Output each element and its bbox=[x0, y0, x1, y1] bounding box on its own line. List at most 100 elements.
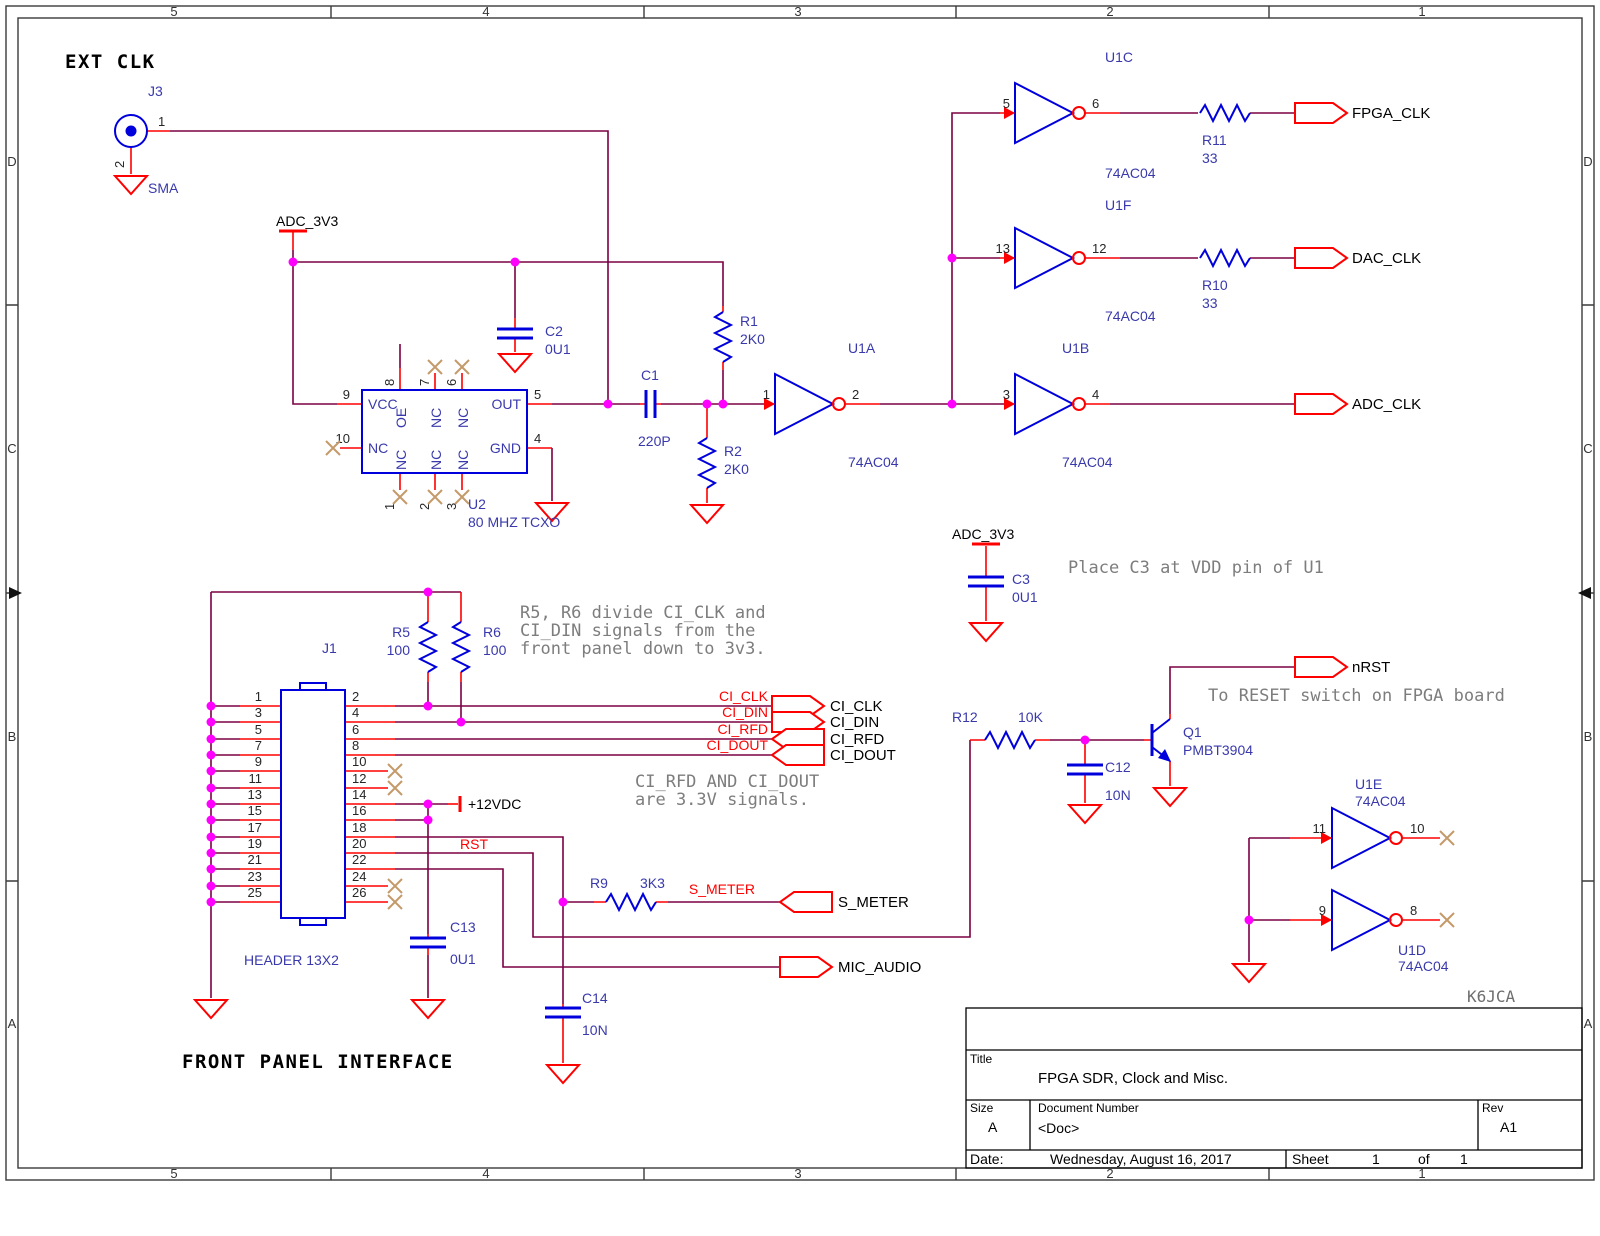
gate-u1c: U1C 74AC04 5 6 bbox=[1003, 49, 1156, 181]
port-label: CI_CLK bbox=[830, 698, 883, 715]
part-u1e: 74AC04 bbox=[1355, 793, 1406, 809]
zone-labels: 5 4 3 2 1 5 4 3 2 1 D C B A D C B A bbox=[7, 4, 1592, 1181]
capacitor-c12: C12 10N bbox=[1065, 759, 1131, 824]
port-label: DAC_CLK bbox=[1352, 250, 1421, 267]
ground-icon bbox=[194, 999, 228, 1019]
pin-number: 5 bbox=[534, 387, 541, 402]
u2-pin-name: NC bbox=[393, 450, 409, 470]
ground-icon bbox=[1153, 787, 1187, 807]
sheet-number: 1 bbox=[1372, 1151, 1380, 1167]
u2-pin-name: NC bbox=[428, 450, 444, 470]
resistor-r1: R1 2K0 bbox=[714, 311, 765, 363]
resistor-r11: R11 33 bbox=[1199, 104, 1251, 166]
power-net-label: +12VDC bbox=[468, 796, 521, 812]
svg-text:2: 2 bbox=[352, 689, 359, 704]
part-u1d: 74AC04 bbox=[1398, 958, 1449, 974]
u2-pin-name: OE bbox=[393, 408, 409, 428]
refdes-c13: C13 bbox=[450, 919, 476, 935]
refdes-u1b: U1B bbox=[1062, 340, 1089, 356]
net-label-ci-dout: CI_DOUT bbox=[707, 737, 769, 753]
refdes-u1f: U1F bbox=[1105, 197, 1131, 213]
refdes-u1c: U1C bbox=[1105, 49, 1133, 65]
note-levels-line1: CI_RFD AND CI_DOUT bbox=[635, 772, 819, 792]
value-u2: 80 MHZ TCXO bbox=[468, 514, 560, 530]
svg-text:11: 11 bbox=[249, 771, 263, 786]
refdes-u1a: U1A bbox=[848, 340, 876, 356]
title-label: Title bbox=[970, 1052, 993, 1066]
note-reset: To RESET switch on FPGA board bbox=[1208, 686, 1505, 706]
refdes-r9: R9 bbox=[590, 875, 608, 891]
resistor-r5: R5 100 bbox=[387, 621, 437, 673]
size-label: Size bbox=[970, 1101, 994, 1115]
port-label: CI_DOUT bbox=[830, 747, 896, 764]
svg-text:23: 23 bbox=[248, 869, 262, 884]
refdes-c14: C14 bbox=[582, 990, 608, 1006]
svg-text:6: 6 bbox=[352, 722, 359, 737]
port-label: MIC_AUDIO bbox=[838, 959, 921, 976]
refdes-u2: U2 bbox=[468, 496, 486, 512]
pin-number: 2 bbox=[417, 503, 432, 510]
zone-row: B bbox=[1584, 729, 1593, 744]
zone-row: C bbox=[1583, 441, 1592, 456]
zone-row: B bbox=[8, 729, 17, 744]
net-label-ci-clk: CI_CLK bbox=[719, 688, 769, 704]
value-r2: 2K0 bbox=[724, 461, 749, 477]
refdes-c12: C12 bbox=[1105, 759, 1131, 775]
power-adc3v3-a: ADC_3V3 bbox=[276, 213, 338, 233]
port-dac-clk: DAC_CLK bbox=[1294, 247, 1421, 269]
date-value: Wednesday, August 16, 2017 bbox=[1050, 1151, 1232, 1167]
value-c12: 10N bbox=[1105, 787, 1131, 803]
zone-col: 3 bbox=[794, 1166, 801, 1181]
pin-number: 12 bbox=[1092, 241, 1106, 256]
pin-number: 2 bbox=[852, 387, 859, 402]
svg-text:9: 9 bbox=[255, 754, 262, 769]
no-connect-icon bbox=[387, 894, 403, 910]
port-label: CI_DIN bbox=[830, 714, 879, 731]
zone-col: 2 bbox=[1106, 1166, 1113, 1181]
pin-number: 13 bbox=[996, 241, 1010, 256]
no-connect-icon bbox=[392, 489, 408, 505]
ground-icon bbox=[1232, 963, 1266, 983]
u2-pin-name: NC bbox=[455, 450, 471, 470]
value-r12: 10K bbox=[1018, 709, 1044, 725]
sheet-center-arrow-right bbox=[1578, 587, 1591, 599]
value-j3: SMA bbox=[148, 180, 179, 196]
no-connect-icon bbox=[387, 878, 403, 894]
emitter-arrow-icon bbox=[1158, 749, 1171, 762]
gate-u1e: U1E 74AC04 11 10 bbox=[1313, 776, 1455, 869]
no-connect-icon bbox=[325, 440, 341, 456]
sheet-label: Sheet bbox=[1292, 1151, 1329, 1167]
refdes-c2: C2 bbox=[545, 323, 563, 339]
no-connect-icon bbox=[427, 359, 443, 375]
size-value: A bbox=[988, 1119, 998, 1135]
ground-icon bbox=[411, 999, 445, 1019]
pin-number: 1 bbox=[158, 114, 165, 129]
capacitor-c2: C2 0U1 bbox=[495, 323, 571, 373]
svg-text:13: 13 bbox=[248, 787, 262, 802]
value-r6: 100 bbox=[483, 642, 507, 658]
transistor-q1: Q1 PMBT3904 bbox=[1150, 718, 1253, 807]
capacitor-c3: C3 0U1 bbox=[966, 571, 1038, 642]
value-r11: 33 bbox=[1202, 150, 1218, 166]
pin-number: 1 bbox=[763, 387, 770, 402]
net-label-rst: RST bbox=[460, 836, 488, 852]
connector-j3: J3 SMA 1 2 bbox=[112, 83, 179, 196]
zone-col: 5 bbox=[170, 1166, 177, 1181]
sheet-border: 5 4 3 2 1 5 4 3 2 1 D C B A D C B A bbox=[5, 4, 1595, 1181]
component-u2-tcxo: VCC OUT NC GND OE NC NC NC NC NC 9 5 10 … bbox=[325, 359, 569, 530]
rev-label: Rev bbox=[1482, 1101, 1503, 1115]
port-label: CI_RFD bbox=[830, 731, 884, 748]
pin-number: 3 bbox=[1003, 387, 1010, 402]
port-nrst: nRST bbox=[1294, 656, 1390, 678]
port-label: S_METER bbox=[838, 894, 909, 911]
date-label: Date: bbox=[970, 1151, 1003, 1167]
pin-number: 8 bbox=[382, 379, 397, 386]
resistor-r9: R9 3K3 bbox=[590, 875, 665, 911]
rev-value: A1 bbox=[1500, 1119, 1517, 1135]
capacitor-c13: C13 0U1 bbox=[408, 919, 476, 1019]
value-c3: 0U1 bbox=[1012, 589, 1038, 605]
u2-pin-name: NC bbox=[455, 408, 471, 428]
svg-text:26: 26 bbox=[352, 885, 366, 900]
pin-number: 11 bbox=[1313, 821, 1327, 836]
